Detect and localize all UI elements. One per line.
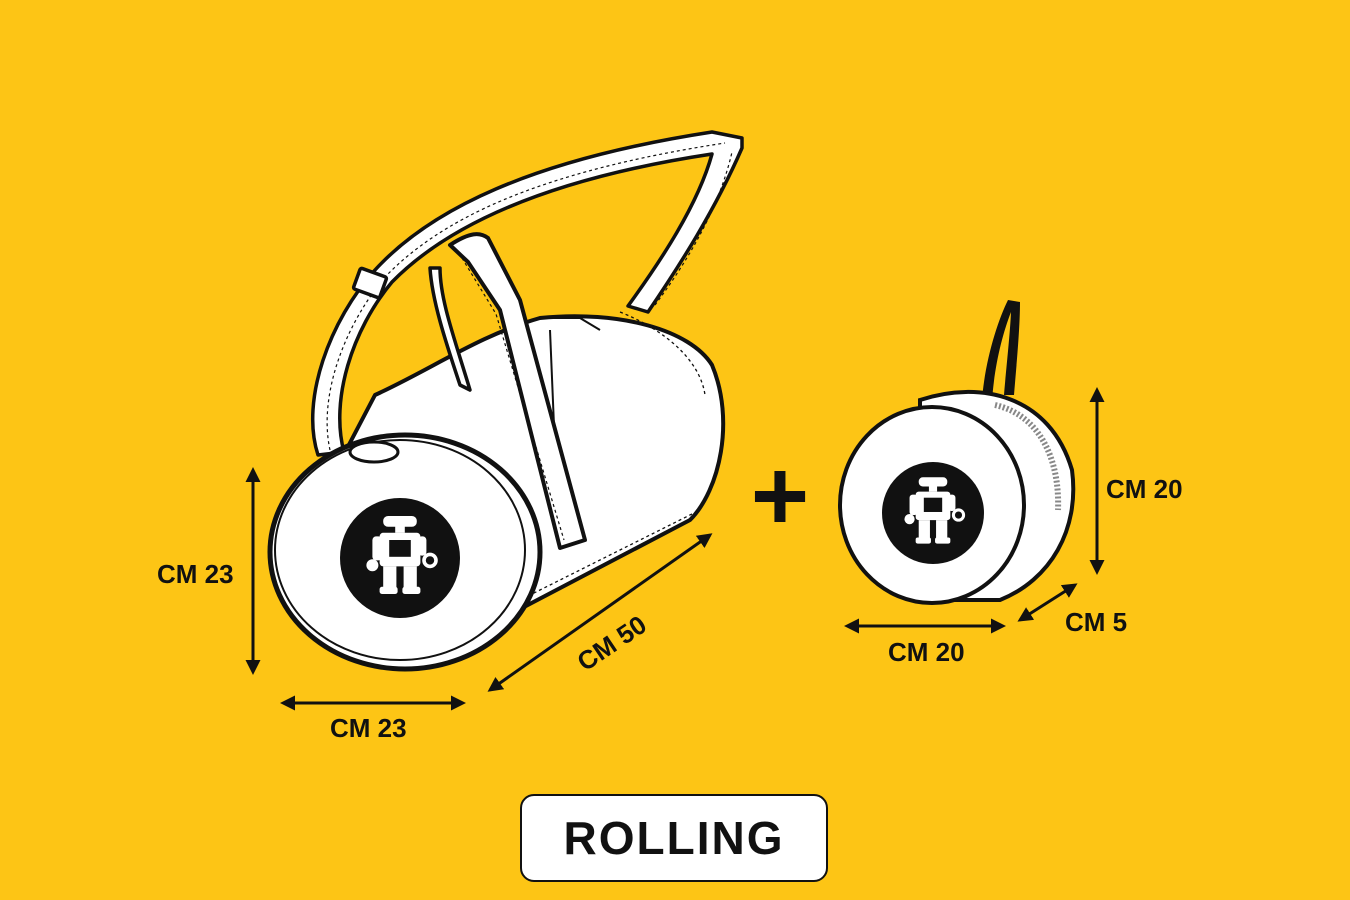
duffel-length-label: CM 50 <box>572 609 652 677</box>
duffel-bag <box>267 130 744 672</box>
robot-icon <box>882 462 984 564</box>
product-name-box: ROLLING <box>520 794 828 882</box>
product-name: ROLLING <box>563 812 785 864</box>
pouch-height-label: CM 20 <box>1106 474 1183 504</box>
round-pouch <box>838 300 1076 605</box>
pouch-dimensions: CM 20 CM 20 CM 5 <box>844 387 1183 667</box>
pouch-loop <box>982 300 1020 402</box>
plus-sign: + <box>751 440 809 552</box>
duffel-width-label: CM 23 <box>330 713 407 743</box>
shoulder-strap <box>310 130 744 457</box>
pouch-depth-label: CM 5 <box>1065 607 1127 637</box>
carry-handle <box>448 232 587 550</box>
pouch-width-label: CM 20 <box>888 637 965 667</box>
robot-icon <box>340 498 460 618</box>
duffel-height-label: CM 23 <box>157 559 234 589</box>
